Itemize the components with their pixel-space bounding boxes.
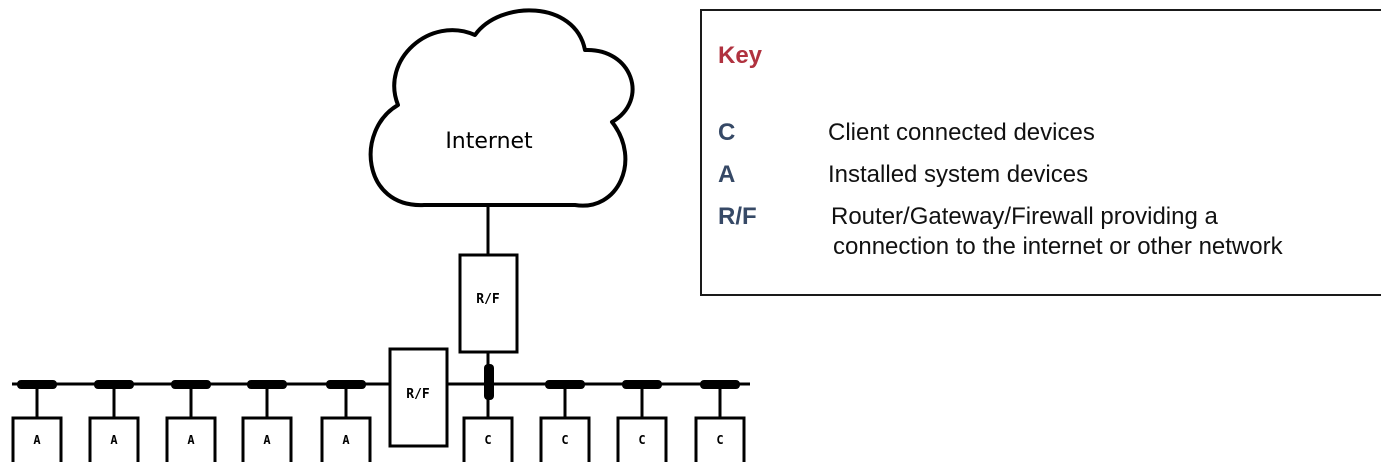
- client-device-box: [694, 416, 746, 462]
- installed-bus-tap: [171, 380, 211, 389]
- key-desc-router-line2: connection to the internet or other netw…: [833, 233, 1283, 260]
- installed-bus-tap: [326, 380, 366, 389]
- key-panel: [700, 9, 1381, 296]
- client-device-box: [616, 416, 668, 462]
- installed-bus-tap: [247, 380, 287, 389]
- client-bus-tap: [622, 380, 662, 389]
- client-device-label: C: [561, 433, 568, 447]
- installed-device-box: [320, 416, 372, 462]
- key-title: Key: [718, 42, 763, 69]
- installed-bus-tap: [17, 380, 57, 389]
- installed-device-box: [11, 416, 63, 462]
- client-device-box: [539, 416, 591, 462]
- key-abbr-installed: A: [718, 161, 736, 188]
- internet-cloud-icon: [368, 8, 635, 208]
- client-device-box: [462, 416, 514, 462]
- internet-label: Internet: [445, 129, 533, 154]
- client-bus-tap: [545, 380, 585, 389]
- key-abbr-client: C: [718, 119, 736, 146]
- installed-device-box: [165, 416, 217, 462]
- key-desc-router-line1: Router/Gateway/Firewall providing a: [831, 203, 1218, 230]
- key-desc-client: Client connected devices: [828, 119, 1095, 146]
- router-firewall-box: [458, 253, 519, 354]
- installed-device-label: A: [263, 433, 271, 447]
- client-device-label: C: [638, 433, 645, 447]
- installed-device-box: [241, 416, 293, 462]
- key-desc-installed: Installed system devices: [828, 161, 1089, 188]
- lan-router-firewall-box: [388, 347, 449, 448]
- installed-device-label: A: [342, 433, 350, 447]
- installed-device-label: A: [33, 433, 41, 447]
- key-abbr-router: R/F: [718, 203, 757, 230]
- lan-router-firewall-label: R/F: [406, 387, 430, 402]
- client-bus-tap: [700, 380, 740, 389]
- router-firewall-label: R/F: [476, 292, 500, 307]
- installed-device-box: [88, 416, 140, 462]
- client-device-label: C: [716, 433, 723, 447]
- installed-device-label: A: [187, 433, 195, 447]
- installed-device-label: A: [110, 433, 118, 447]
- installed-bus-tap: [94, 380, 134, 389]
- client-device-label: C: [484, 433, 491, 447]
